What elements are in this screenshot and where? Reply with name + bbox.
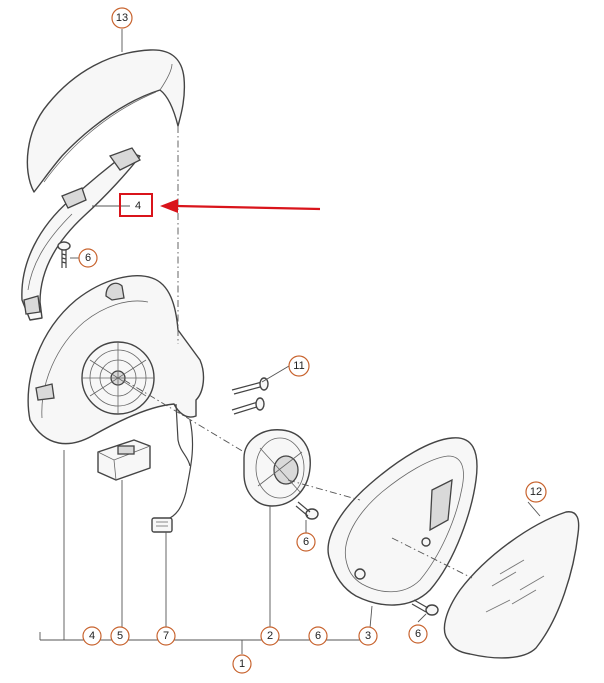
part-adjustment-motor bbox=[243, 429, 311, 507]
part-mirror-frame bbox=[327, 437, 478, 606]
callout-6-center-label: 6 bbox=[303, 536, 309, 548]
callout-7: 7 bbox=[156, 626, 176, 646]
part-mirror-housing bbox=[27, 275, 205, 467]
callout-6-right: 6 bbox=[408, 624, 428, 644]
callout-11-label: 11 bbox=[293, 360, 304, 372]
part-screws-11 bbox=[231, 377, 269, 415]
highlight-arrow-shaft bbox=[175, 204, 321, 211]
highlight-arrow-head bbox=[160, 199, 178, 213]
callout-6-right-label: 6 bbox=[415, 628, 421, 640]
part-screw-center bbox=[295, 501, 319, 520]
callout-1-label: 1 bbox=[239, 658, 245, 670]
callouts: 13 4 6 11 6 12 6 4 5 bbox=[78, 7, 547, 674]
callout-7-label: 7 bbox=[163, 630, 169, 642]
callout-4-bottom-label: 4 bbox=[89, 630, 95, 642]
callout-11: 11 bbox=[288, 355, 310, 377]
callout-4-bottom: 4 bbox=[82, 626, 102, 646]
part-wiring-harness bbox=[151, 419, 194, 533]
callout-2-label: 2 bbox=[267, 630, 273, 642]
callout-5-label: 5 bbox=[117, 630, 123, 642]
callout-6-left: 6 bbox=[78, 248, 98, 268]
part-screw-left bbox=[57, 241, 71, 268]
callout-6-center: 6 bbox=[296, 532, 316, 552]
part-mirror-glass bbox=[443, 511, 580, 659]
callout-13: 13 bbox=[111, 7, 133, 29]
callout-4-top-label: 4 bbox=[135, 200, 141, 212]
callout-4-top: 4 bbox=[135, 200, 141, 212]
callout-6-bottom: 6 bbox=[308, 626, 328, 646]
callout-3-label: 3 bbox=[365, 630, 371, 642]
callout-12: 12 bbox=[525, 481, 547, 503]
highlight-box bbox=[119, 193, 153, 217]
part-turn-signal-lamp bbox=[21, 147, 141, 321]
callout-5: 5 bbox=[110, 626, 130, 646]
assembly-axis-lines bbox=[123, 126, 473, 579]
highlight-annotation bbox=[119, 193, 321, 217]
callout-3: 3 bbox=[358, 626, 378, 646]
callout-6-left-label: 6 bbox=[85, 252, 91, 264]
part-control-unit bbox=[97, 439, 151, 481]
callout-1: 1 bbox=[232, 654, 252, 674]
part-mirror-cap bbox=[26, 49, 186, 193]
callout-6-bottom-label: 6 bbox=[315, 630, 321, 642]
callout-2: 2 bbox=[260, 626, 280, 646]
callout-12-label: 12 bbox=[530, 486, 542, 498]
part-screw-right bbox=[411, 599, 439, 616]
callout-13-label: 13 bbox=[116, 12, 128, 24]
